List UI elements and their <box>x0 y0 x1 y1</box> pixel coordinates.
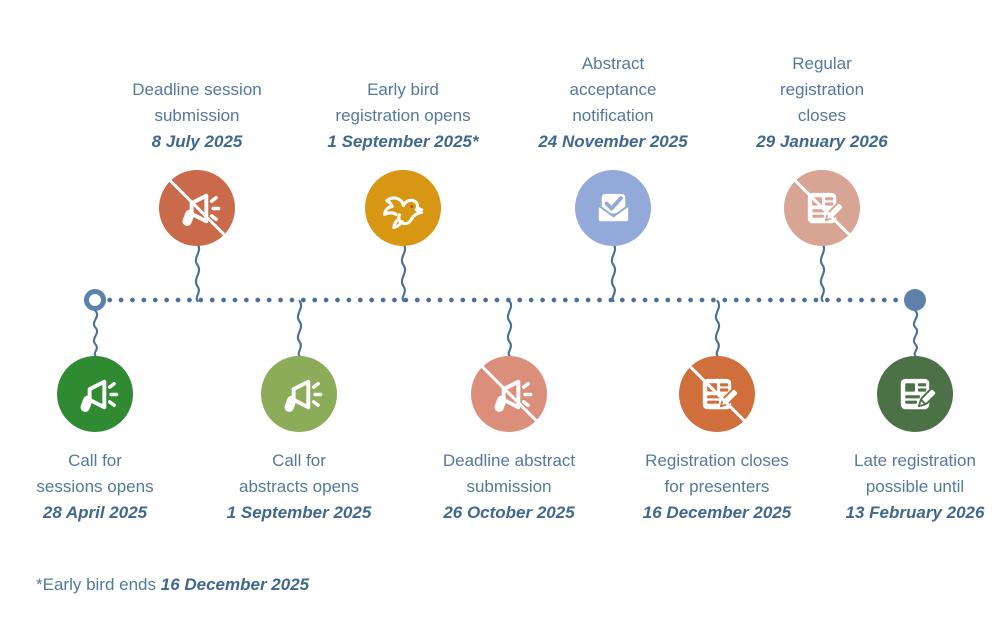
connector-squiggle <box>92 310 98 357</box>
event-date: 13 February 2026 <box>845 503 985 522</box>
event-label: Abstract acceptance notification 24 Nove… <box>538 51 687 155</box>
event-date: 28 April 2025 <box>42 503 148 522</box>
footnote-text: *Early bird ends <box>36 575 161 594</box>
event-title: Call for abstracts opens <box>238 451 359 496</box>
event-label: Registration closes for presenters 16 De… <box>643 448 791 526</box>
slash-overlay <box>784 170 860 246</box>
event-icon-circle <box>57 356 133 432</box>
timeline-start-marker <box>84 289 106 311</box>
event-icon-circle <box>471 356 547 432</box>
event-label: Regular registration closes 29 January 2… <box>756 51 887 155</box>
event-title: Call for sessions opens <box>36 451 154 496</box>
event-label: Deadline abstract submission 26 October … <box>443 448 575 526</box>
event-title: Deadline session submission <box>132 80 262 125</box>
event-icon-circle <box>159 170 235 246</box>
event-title: Late registration possible until <box>854 451 976 496</box>
event-date: 16 December 2025 <box>642 503 792 522</box>
event-title: Abstract acceptance notification <box>569 54 657 125</box>
slash-overlay <box>679 356 755 432</box>
event-label: Call for sessions opens 28 April 2025 <box>36 448 153 526</box>
event-date: 1 September 2025 <box>226 503 372 522</box>
event-title: Regular registration closes <box>779 54 865 125</box>
event-title: Deadline abstract submission <box>442 451 576 496</box>
event-date: 24 November 2025 <box>538 132 688 151</box>
slash-overlay <box>471 356 547 432</box>
event-label: Late registration possible until 13 Febr… <box>846 448 985 526</box>
event-date: 1 September 2025* <box>327 132 479 151</box>
connector-squiggle <box>506 299 512 358</box>
connector-squiggle <box>819 242 825 303</box>
event-icon-circle <box>261 356 337 432</box>
event-title: Early bird registration opens <box>335 80 471 125</box>
event-icon-circle <box>575 170 651 246</box>
timeline-dotted-line <box>104 297 904 303</box>
connector-squiggle <box>610 242 616 303</box>
event-date: 26 October 2025 <box>443 503 575 522</box>
event-label: Deadline session submission 8 July 2025 <box>132 77 261 155</box>
form-pencil-icon <box>892 371 939 418</box>
event-label: Call for abstracts opens 1 September 202… <box>227 448 372 526</box>
event-icon-circle <box>679 356 755 432</box>
footnote-date: 16 December 2025 <box>160 575 310 594</box>
footnote: *Early bird ends 16 December 2025 <box>36 575 309 595</box>
event-icon-circle <box>784 170 860 246</box>
slash-overlay <box>159 170 235 246</box>
megaphone-icon <box>276 371 323 418</box>
mail-check-icon <box>590 185 637 232</box>
connector-squiggle <box>194 242 200 303</box>
event-label: Early bird registration opens 1 Septembe… <box>327 77 478 155</box>
timeline-end-marker <box>904 289 926 311</box>
event-icon-circle <box>365 170 441 246</box>
event-date: 29 January 2026 <box>756 132 888 151</box>
connector-squiggle <box>714 299 720 358</box>
megaphone-icon <box>72 371 119 418</box>
bird-icon <box>380 185 427 232</box>
connector-squiggle <box>912 310 918 357</box>
connector-squiggle <box>296 299 302 358</box>
event-icon-circle <box>877 356 953 432</box>
connector-squiggle <box>400 242 406 303</box>
event-title: Registration closes for presenters <box>645 451 789 496</box>
event-date: 8 July 2025 <box>151 132 243 151</box>
